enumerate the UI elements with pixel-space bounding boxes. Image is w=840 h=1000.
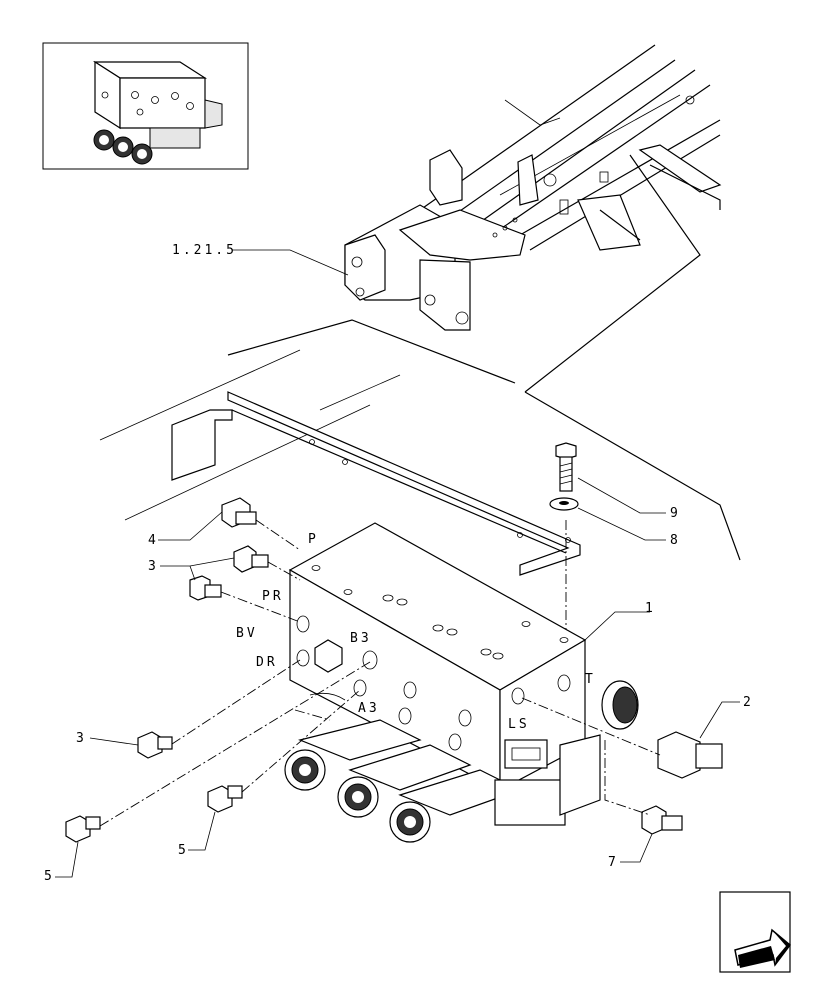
assembly-centerlines bbox=[99, 519, 661, 827]
callout-5-lower: 5 bbox=[44, 869, 55, 884]
leader-3-lower bbox=[89, 737, 139, 746]
fitting-5-middle bbox=[207, 785, 243, 813]
washer-8 bbox=[549, 497, 579, 511]
callout-8: 8 bbox=[670, 533, 681, 548]
callout-4: 4 bbox=[148, 533, 159, 548]
zoom-line-right bbox=[524, 154, 701, 393]
frame-ref-callout: 1.21.5 bbox=[172, 243, 237, 258]
leader-3-branch bbox=[189, 565, 196, 581]
bolt-9 bbox=[555, 442, 577, 492]
port-label-bv: BV bbox=[236, 626, 258, 641]
callout-2: 2 bbox=[743, 695, 754, 710]
leader-2 bbox=[699, 701, 740, 739]
port-label-t: T bbox=[585, 672, 596, 687]
callout-7: 7 bbox=[608, 855, 619, 870]
tractor-frame-drawing bbox=[344, 44, 722, 331]
leader-9 bbox=[577, 477, 666, 514]
callout-3-lower: 3 bbox=[76, 731, 87, 746]
fitting-4-elbow bbox=[221, 497, 257, 528]
port-label-pr: PR bbox=[262, 589, 284, 604]
zoom-line-lower bbox=[524, 391, 741, 561]
fitting-7 bbox=[641, 805, 683, 835]
fitting-3-lower bbox=[137, 731, 173, 759]
leader-3-upper bbox=[160, 557, 235, 567]
port-label-p: P bbox=[308, 532, 319, 547]
valve-block-item-1 bbox=[288, 522, 587, 791]
leader-8 bbox=[577, 507, 666, 541]
leader-5-lower bbox=[55, 841, 79, 878]
leader-4 bbox=[158, 511, 223, 541]
fitting-2-large bbox=[657, 731, 723, 779]
fitting-3-upper bbox=[233, 545, 269, 573]
port-label-a3: A3 bbox=[358, 701, 380, 716]
zoom-line-left bbox=[227, 319, 516, 384]
thumbnail-valve-icon bbox=[92, 60, 223, 165]
port-label-b3: B3 bbox=[350, 631, 372, 646]
previous-page-arrow-icon[interactable] bbox=[719, 891, 792, 973]
solenoid-coils bbox=[284, 680, 639, 843]
frame-ref-leader bbox=[232, 249, 349, 276]
section-outline bbox=[99, 349, 401, 521]
port-label-dr: DR bbox=[256, 655, 278, 670]
callout-5-middle: 5 bbox=[178, 843, 189, 858]
port-label-ls: LS bbox=[508, 717, 530, 732]
callout-3-upper: 3 bbox=[148, 559, 159, 574]
mounting-bracket bbox=[171, 391, 581, 576]
fitting-5-lower bbox=[65, 815, 101, 843]
callout-1: 1 bbox=[645, 601, 656, 616]
leader-5-middle bbox=[188, 811, 216, 851]
thumbnail-inset bbox=[42, 42, 249, 170]
leader-7 bbox=[620, 833, 653, 863]
leader-1 bbox=[584, 611, 650, 641]
callout-9: 9 bbox=[670, 506, 681, 521]
fitting-3-middle bbox=[189, 575, 222, 601]
